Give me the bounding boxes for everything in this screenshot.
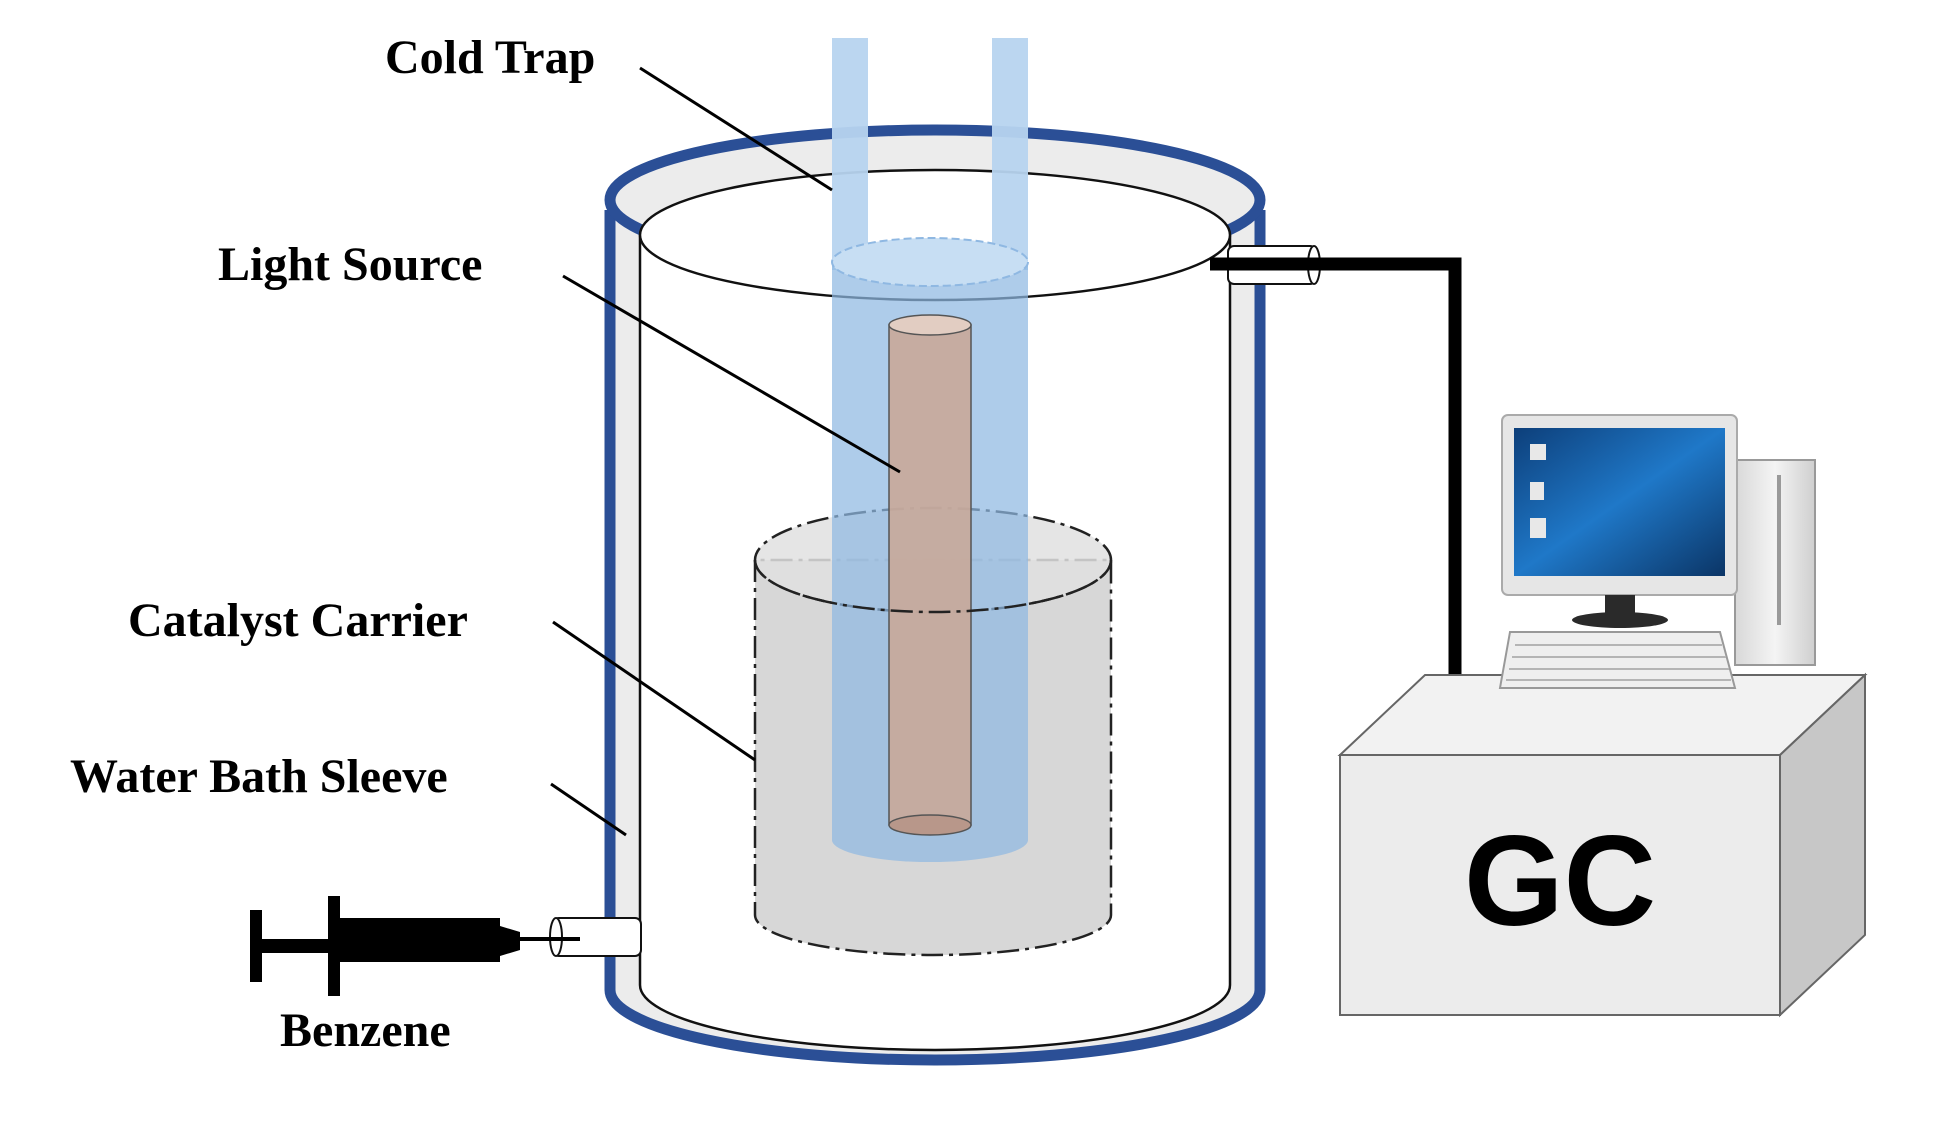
desktop-computer-icon	[1498, 414, 1816, 689]
benzene-label: Benzene	[280, 1004, 451, 1057]
leader-cold-trap	[639, 66, 833, 192]
light-source	[888, 314, 972, 836]
catalyst-carrier-label: Catalyst Carrier	[128, 594, 468, 647]
light-source-label: Light Source	[218, 238, 482, 291]
gc-label: GC	[1464, 810, 1656, 953]
leader-lines	[550, 66, 901, 837]
leader-water-bath-sleeve	[550, 782, 627, 837]
catalyst-carrier-front-edge	[753, 559, 1113, 614]
leader-catalyst-carrier	[552, 620, 756, 762]
syringe-icon	[250, 896, 580, 996]
gc-instrument: GC	[1337, 672, 1868, 1018]
cold-trap-label: Cold Trap	[385, 31, 595, 84]
water-bath-sleeve-label: Water Bath Sleeve	[70, 750, 448, 803]
leader-light-source	[562, 274, 901, 474]
